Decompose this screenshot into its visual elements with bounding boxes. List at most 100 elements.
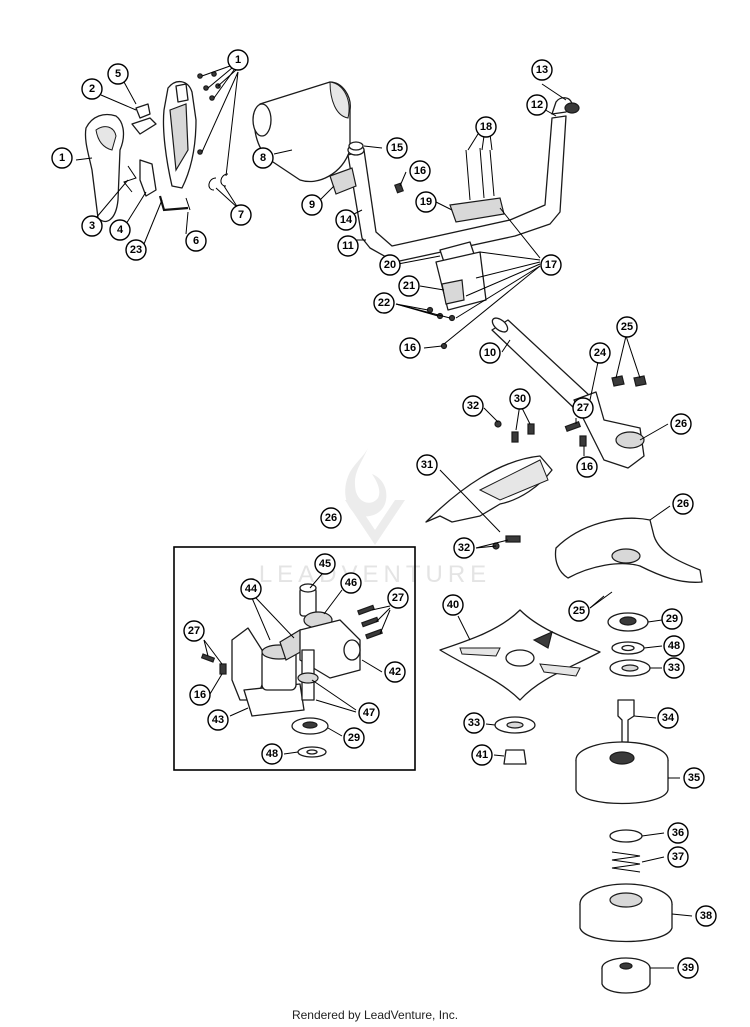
- leader-lines: [75, 65, 693, 969]
- svg-text:21: 21: [403, 280, 415, 292]
- detail-inset-box: [173, 546, 416, 771]
- svg-text:7: 7: [238, 209, 244, 221]
- callout-16: 16: [576, 456, 598, 478]
- handle-assembly: [84, 71, 229, 223]
- svg-text:25: 25: [573, 605, 585, 617]
- callout-42: 42: [384, 661, 406, 683]
- callout-29: 29: [343, 727, 365, 749]
- callout-8: 8: [252, 147, 274, 169]
- svg-text:31: 31: [421, 459, 433, 471]
- svg-text:32: 32: [467, 400, 479, 412]
- callout-48: 48: [663, 635, 685, 657]
- svg-text:41: 41: [476, 749, 488, 761]
- callout-16: 16: [409, 160, 431, 182]
- svg-text:33: 33: [668, 662, 680, 674]
- svg-text:23: 23: [130, 244, 142, 256]
- callout-16: 16: [399, 337, 421, 359]
- callout-13: 13: [531, 59, 553, 81]
- svg-text:33: 33: [468, 717, 480, 729]
- clamp-assembly: [426, 147, 505, 350]
- svg-text:40: 40: [447, 599, 459, 611]
- svg-text:45: 45: [319, 558, 331, 570]
- head-stack: [494, 612, 673, 994]
- callout-30: 30: [509, 388, 531, 410]
- watermark-text: LEADVENTURE: [259, 561, 491, 588]
- callout-12: 12: [526, 94, 548, 116]
- svg-text:16: 16: [194, 689, 206, 701]
- svg-text:22: 22: [378, 297, 390, 309]
- svg-text:24: 24: [594, 347, 607, 359]
- callout-24: 24: [589, 342, 611, 364]
- callout-21: 21: [398, 275, 420, 297]
- svg-text:18: 18: [480, 121, 492, 133]
- svg-text:42: 42: [389, 666, 401, 678]
- callout-32: 32: [453, 537, 475, 559]
- callout-3: 3: [81, 215, 103, 237]
- svg-text:11: 11: [342, 240, 354, 252]
- svg-text:2: 2: [89, 83, 95, 95]
- svg-text:43: 43: [212, 714, 224, 726]
- svg-text:14: 14: [340, 214, 353, 226]
- svg-text:26: 26: [325, 512, 337, 524]
- svg-text:16: 16: [414, 165, 426, 177]
- callout-1: 1: [51, 147, 73, 169]
- callout-27: 27: [387, 587, 409, 609]
- svg-text:25: 25: [621, 321, 633, 333]
- callout-48: 48: [261, 743, 283, 765]
- svg-text:35: 35: [688, 772, 700, 784]
- callout-39: 39: [677, 957, 699, 979]
- callout-26: 26: [672, 493, 694, 515]
- svg-text:39: 39: [682, 962, 694, 974]
- svg-text:30: 30: [514, 393, 526, 405]
- svg-text:29: 29: [348, 732, 360, 744]
- svg-text:17: 17: [545, 259, 557, 271]
- saw-blade: [439, 609, 601, 701]
- svg-text:10: 10: [484, 347, 496, 359]
- svg-text:38: 38: [700, 910, 712, 922]
- callout-11: 11: [337, 235, 359, 257]
- callout-26: 26: [320, 507, 342, 529]
- callout-40: 40: [442, 594, 464, 616]
- svg-text:37: 37: [672, 851, 684, 863]
- svg-text:19: 19: [420, 196, 432, 208]
- callout-29: 29: [661, 608, 683, 630]
- callout-31: 31: [416, 454, 438, 476]
- svg-text:48: 48: [668, 640, 680, 652]
- callout-45: 45: [314, 553, 336, 575]
- svg-text:16: 16: [581, 461, 593, 473]
- callout-15: 15: [386, 137, 408, 159]
- svg-text:36: 36: [672, 827, 684, 839]
- footer-credit: Rendered by LeadVenture, Inc.: [291, 1008, 459, 1022]
- callout-16: 16: [189, 684, 211, 706]
- callout-23: 23: [125, 239, 147, 261]
- svg-text:44: 44: [245, 583, 258, 595]
- callout-32: 32: [462, 395, 484, 417]
- callout-4: 4: [109, 219, 131, 241]
- svg-text:46: 46: [345, 577, 357, 589]
- svg-text:6: 6: [193, 235, 199, 247]
- callouts: 1 1 2 3 4 5 6 7 8 9 10 11 12 13 14 15 16…: [51, 49, 717, 979]
- callout-43: 43: [207, 709, 229, 731]
- handlebar: [329, 97, 580, 263]
- svg-text:29: 29: [666, 613, 678, 625]
- callout-27: 27: [183, 620, 205, 642]
- callout-22: 22: [373, 292, 395, 314]
- callout-9: 9: [301, 194, 323, 216]
- svg-text:9: 9: [309, 199, 315, 211]
- callout-38: 38: [695, 905, 717, 927]
- svg-text:3: 3: [89, 220, 95, 232]
- debris-guard: [425, 455, 553, 523]
- callout-47: 47: [358, 702, 380, 724]
- svg-text:27: 27: [392, 592, 404, 604]
- callout-46: 46: [340, 572, 362, 594]
- callout-7: 7: [230, 204, 252, 226]
- callout-25: 25: [616, 316, 638, 338]
- callout-20: 20: [379, 254, 401, 276]
- svg-text:15: 15: [391, 142, 403, 154]
- svg-text:5: 5: [115, 68, 121, 80]
- svg-text:27: 27: [577, 402, 589, 414]
- callout-5: 5: [107, 63, 129, 85]
- callout-41: 41: [471, 744, 493, 766]
- trimmer-guard: [554, 517, 703, 583]
- watermark-logo: [345, 448, 405, 545]
